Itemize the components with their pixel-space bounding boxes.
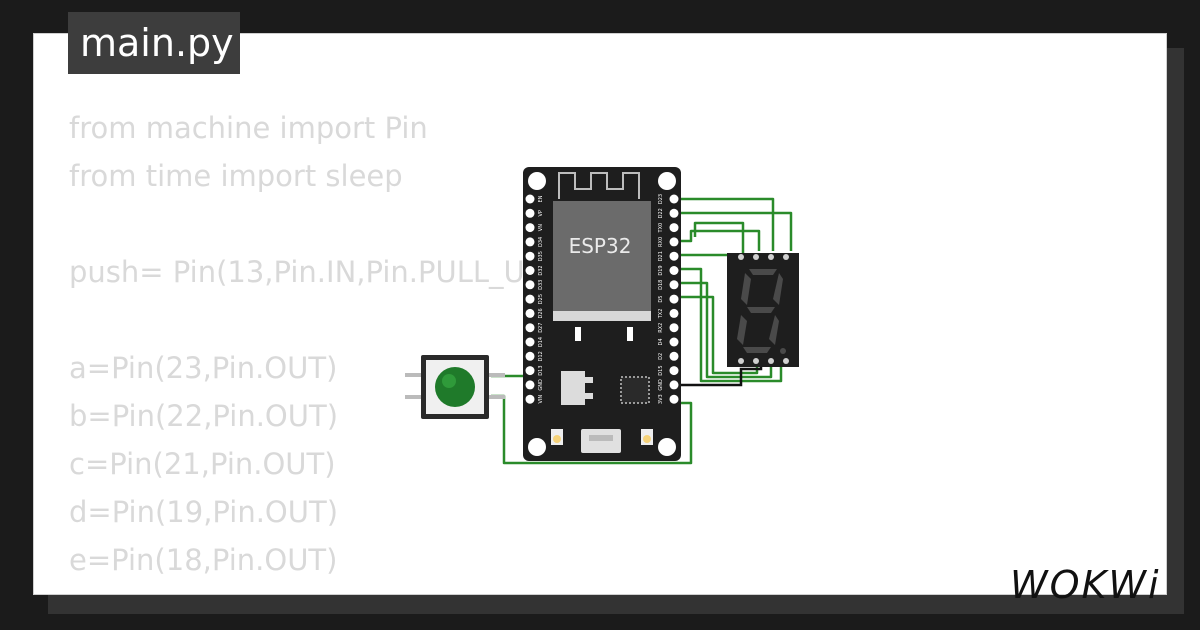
pin-hole[interactable]: [525, 294, 535, 304]
pin-hole[interactable]: [525, 251, 535, 261]
code-line: from time import sleep: [69, 159, 403, 193]
pin-label: 3V3: [658, 394, 664, 404]
wokwi-logo-icon: WOKWi: [1010, 563, 1161, 607]
brand-name: WOKWi: [1010, 563, 1161, 607]
code-line: c=Pin(21,Pin.OUT): [69, 447, 336, 481]
pin-hole[interactable]: [525, 280, 535, 290]
pin-hole[interactable]: [669, 194, 679, 204]
push-button-icon[interactable]: [405, 355, 505, 419]
code-editor[interactable]: from machine import Pin from time import …: [69, 104, 554, 594]
pin-hole[interactable]: [525, 237, 535, 247]
pin-hole[interactable]: [525, 308, 535, 318]
pin-label: D22: [658, 208, 664, 218]
code-line: f=Pin(5,Pin.OUT): [69, 584, 554, 594]
pin-hole[interactable]: [525, 194, 535, 204]
pin-hole[interactable]: [669, 266, 679, 275]
pin-label: D25: [538, 294, 544, 304]
pin-hole[interactable]: [669, 237, 679, 247]
pin-label: RX0: [658, 237, 664, 247]
pin-hole[interactable]: [525, 394, 535, 404]
pin-label: D32: [538, 265, 544, 275]
pin-hole[interactable]: [525, 366, 535, 376]
editor-card: from machine import Pin from time import …: [33, 33, 1167, 595]
pin-hole[interactable]: [525, 337, 535, 347]
pin-label: TX2: [658, 309, 664, 320]
pin-hole[interactable]: [669, 208, 679, 218]
pin-hole[interactable]: [525, 323, 535, 333]
pin-label: D18: [658, 280, 664, 290]
pin-label: D33: [538, 280, 544, 290]
pin-label: RX2: [658, 323, 664, 333]
pin-label: D5: [658, 296, 664, 303]
pin-hole[interactable]: [669, 394, 679, 404]
pin-label: GND: [658, 379, 664, 391]
pin-label: D27: [538, 323, 544, 333]
pin-hole[interactable]: [669, 366, 679, 376]
pin-label: D13: [538, 365, 544, 375]
pin-label: D26: [538, 308, 544, 318]
pin-label: D34: [538, 237, 544, 247]
pin-label: VIN: [538, 395, 544, 404]
pin-hole[interactable]: [669, 351, 679, 361]
pin-hole[interactable]: [669, 223, 679, 233]
pin-label: D23: [658, 194, 664, 204]
esp32-board-icon[interactable]: ESP32 ENVPVND34D35D32D33D25D26D27D14D12D…: [523, 167, 681, 461]
pin-hole[interactable]: [525, 208, 535, 218]
pin-label: GND: [538, 379, 544, 391]
pin-label: D35: [538, 251, 544, 261]
pin-label: D2: [658, 353, 664, 360]
pin-label: EN: [538, 195, 544, 202]
pin-hole[interactable]: [525, 380, 535, 390]
circuit-diagram: ESP32 ENVPVND34D35D32D33D25D26D27D14D12D…: [405, 167, 799, 465]
code-line: a=Pin(23,Pin.OUT): [69, 351, 338, 385]
pin-hole[interactable]: [525, 223, 535, 233]
pin-hole[interactable]: [669, 294, 679, 304]
code-line: from machine import Pin: [69, 111, 428, 145]
pin-label: D12: [538, 351, 544, 361]
pin-hole[interactable]: [669, 280, 679, 290]
file-tab-main-py[interactable]: main.py: [68, 12, 240, 74]
pin-label: D4: [658, 338, 664, 345]
pin-hole[interactable]: [669, 308, 679, 318]
pin-hole[interactable]: [669, 337, 679, 347]
pin-hole[interactable]: [525, 351, 535, 361]
code-line: e=Pin(18,Pin.OUT): [69, 543, 338, 577]
code-line: d=Pin(19,Pin.OUT): [69, 495, 339, 529]
chip-label: ESP32: [569, 234, 632, 258]
pin-label: D19: [658, 265, 664, 275]
pin-hole[interactable]: [525, 266, 535, 275]
code-line: b=Pin(22,Pin.OUT): [69, 399, 339, 433]
pin-label: VN: [538, 224, 544, 231]
seven-segment-display-icon[interactable]: [727, 253, 799, 367]
pin-label: TX0: [658, 223, 664, 234]
pin-label: VP: [538, 210, 544, 216]
pin-hole[interactable]: [669, 251, 679, 261]
pin-label: D14: [538, 337, 544, 347]
pin-label: D15: [658, 365, 664, 375]
pin-hole[interactable]: [669, 380, 679, 390]
pin-hole[interactable]: [669, 323, 679, 333]
code-line: push= Pin(13,Pin.IN,Pin.PULL_UP): [69, 255, 554, 289]
pin-label: D21: [658, 251, 664, 261]
